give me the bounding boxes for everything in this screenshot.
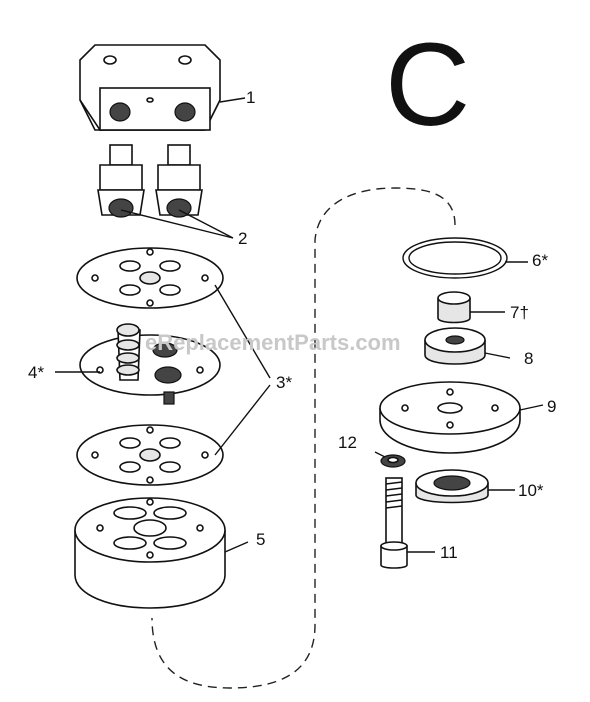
part-2-fittings: [97, 144, 203, 218]
part-5-pump-body: [74, 497, 226, 609]
part-9-flange: [379, 381, 521, 454]
part-4-valve-plate: [79, 323, 221, 405]
watermark: eReplacementParts.com: [145, 330, 401, 355]
part-12-washer: [380, 454, 406, 468]
label-3: 3*: [276, 373, 292, 392]
label-9: 9: [547, 397, 556, 416]
part-6-o-ring: [402, 237, 508, 279]
part-10-seal: [415, 469, 489, 504]
label-12: 12: [338, 433, 357, 452]
grouping-outline: [151, 187, 456, 689]
part-1-manifold-head: [79, 44, 221, 131]
label-1: 1: [246, 88, 255, 107]
label-11: 11: [440, 543, 458, 562]
label-8: 8: [524, 349, 533, 368]
label-5: 5: [256, 530, 265, 549]
part-3-upper-plate: [76, 247, 224, 309]
label-2: 2: [238, 229, 247, 248]
label-4: 4*: [28, 363, 44, 382]
part-8-bearing: [424, 327, 486, 365]
label-10: 10*: [518, 481, 544, 500]
section-letter: C: [385, 19, 470, 151]
label-7: 7†: [510, 303, 529, 322]
part-3-lower-plate: [76, 424, 224, 486]
part-11-bolt: [380, 477, 408, 569]
label-6: 6*: [532, 251, 548, 270]
part-7-bushing: [437, 291, 471, 324]
